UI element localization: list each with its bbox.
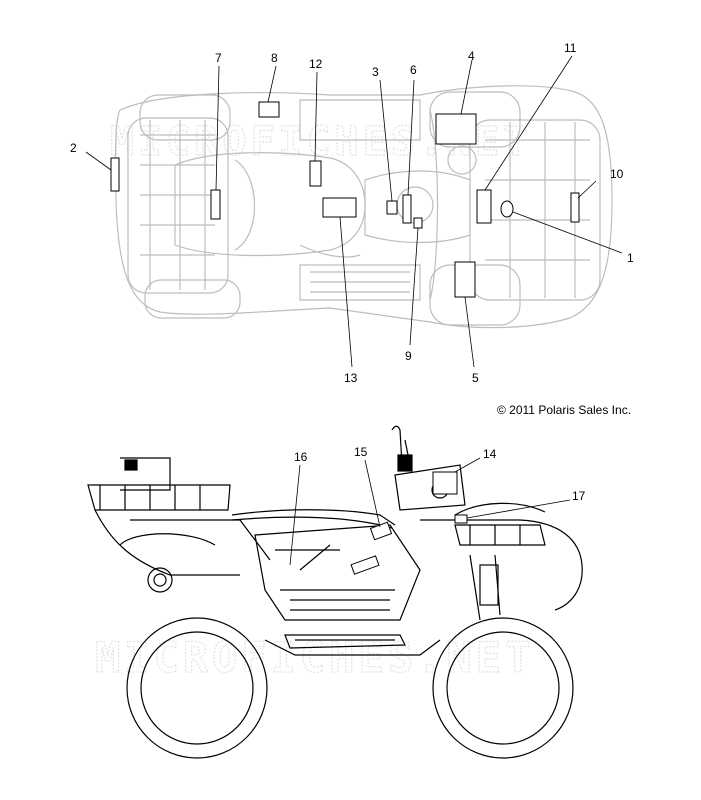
- atv-top-view: [114, 85, 613, 329]
- callout-5: 5: [472, 371, 479, 385]
- decal-4: [435, 113, 477, 145]
- callout-4: 4: [468, 49, 475, 63]
- decal-9: [413, 217, 423, 229]
- callout-12: 12: [309, 57, 323, 71]
- callout-10: 10: [610, 167, 624, 181]
- decal-11: [476, 189, 492, 224]
- copyright-notice: © 2011 Polaris Sales Inc.: [497, 403, 632, 417]
- decal-6: [402, 194, 412, 224]
- decal-3: [386, 200, 398, 215]
- decal-12: [309, 160, 322, 187]
- callout-15: 15: [354, 445, 368, 459]
- side-view-callouts: 14 15 16 17: [294, 445, 586, 503]
- callout-2: 2: [70, 141, 77, 155]
- top-view-leaders: [85, 55, 623, 368]
- side-view-leaders: [289, 457, 571, 566]
- callout-13: 13: [344, 371, 358, 385]
- decal-16: [350, 555, 380, 575]
- callout-14: 14: [483, 447, 497, 461]
- decal-2: [110, 157, 120, 192]
- side-view-decals: [350, 471, 468, 575]
- callout-8: 8: [271, 51, 278, 65]
- callout-16: 16: [294, 450, 308, 464]
- top-view-callouts: 1 2 3 4 5 6 7 8 9 10 11 12 13: [70, 41, 634, 385]
- callout-11: 11: [564, 41, 577, 55]
- decal-15: [369, 521, 393, 541]
- callout-9: 9: [405, 349, 412, 363]
- callout-17: 17: [572, 489, 586, 503]
- callout-7: 7: [215, 51, 222, 65]
- decal-10: [570, 192, 580, 223]
- callout-6: 6: [410, 63, 417, 77]
- callout-1: 1: [627, 251, 634, 265]
- decal-14: [432, 471, 458, 495]
- decal-7: [210, 189, 221, 220]
- decal-13: [322, 197, 357, 218]
- callout-3: 3: [372, 65, 379, 79]
- top-view-decals: [110, 101, 580, 298]
- atv-side-view: [87, 425, 583, 759]
- decal-8: [258, 101, 280, 118]
- decal-5: [454, 261, 476, 298]
- decal-17: [454, 514, 468, 524]
- decal-1: [500, 200, 514, 218]
